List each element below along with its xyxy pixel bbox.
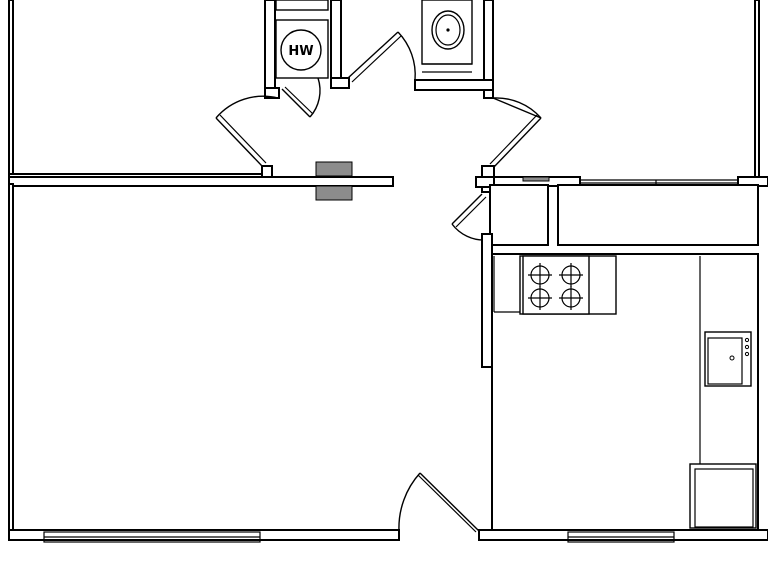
linen-closets (489, 184, 759, 246)
stove-burner-icon (559, 263, 583, 287)
water-heater-label: HW (288, 44, 313, 59)
upper-right-room-walls (475, 0, 768, 193)
left-exterior-wall (8, 183, 14, 541)
refrigerator (689, 463, 757, 529)
vent-top (315, 161, 353, 177)
stove-burner-icon (528, 263, 552, 287)
center-partition-wall (8, 161, 394, 201)
vent-small (522, 176, 550, 182)
entry-door (398, 472, 480, 533)
kitchen-counter (699, 256, 752, 464)
closet-door (281, 77, 321, 118)
kitchen-sink-icon (704, 331, 752, 387)
upper-left-room-walls (8, 0, 273, 180)
bathroom-walls (414, 0, 494, 99)
bathroom-door (347, 31, 416, 83)
stove (519, 255, 617, 315)
bedroom-door-left (215, 95, 279, 167)
stove-burner-icon (559, 286, 583, 310)
closet-walls: HW (264, 0, 350, 99)
bedroom-door-right (489, 97, 542, 169)
vent-bottom (315, 185, 353, 201)
water-heater-icon (280, 29, 322, 71)
bottom-exterior-wall (8, 529, 768, 543)
stove-burner-icon (528, 286, 552, 310)
pantry-door (451, 193, 487, 241)
